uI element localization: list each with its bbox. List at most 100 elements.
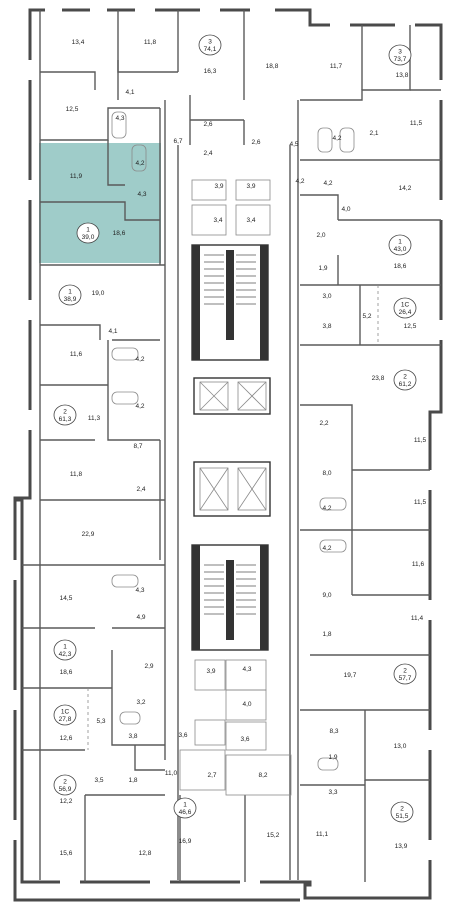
apartment-badge	[53, 639, 77, 661]
apartment-marker-apt-57[interactable]: 257,7	[393, 663, 417, 685]
apartment-rooms: 1	[398, 239, 402, 246]
apartment-rooms: 3	[208, 39, 212, 46]
room-area-label: 2,4	[203, 150, 212, 157]
room-area-label: 11,5	[414, 437, 427, 444]
room-area-label: 3,8	[128, 733, 137, 740]
elevator-group-top	[193, 377, 271, 415]
apartment-rooms: 2	[403, 668, 407, 675]
room-area-label: 3,3	[328, 789, 337, 796]
apartment-area: 42,3	[59, 651, 72, 658]
room-area-label: 2,2	[319, 420, 328, 427]
selected-apartment-highlight[interactable]	[39, 143, 161, 263]
room-area-label: 11,8	[144, 39, 157, 46]
building-outline-notch	[13, 498, 300, 902]
room-area-label: 8,3	[329, 728, 338, 735]
room-area-label: 15,2	[267, 832, 280, 839]
apartment-marker-apt-38[interactable]: 138,9	[58, 284, 82, 306]
apartment-area: 27,8	[59, 716, 72, 723]
room-area-label: 3,0	[322, 293, 331, 300]
apartment-rooms: 1	[63, 644, 67, 651]
stairwell-top	[191, 244, 269, 361]
apartment-badge	[388, 234, 412, 256]
room-area-label: 13,4	[72, 39, 85, 46]
apartment-marker-apt-39[interactable]: 139,0	[76, 222, 100, 244]
room-area-label: 3,6	[178, 732, 187, 739]
apartment-rooms: 1	[86, 227, 90, 234]
room-area-label: 18,6	[113, 230, 126, 237]
apartment-badge	[393, 663, 417, 685]
apartment-area: 56,9	[59, 786, 72, 793]
room-area-label: 4,2	[295, 178, 304, 185]
apartment-marker-apt-56[interactable]: 256,9	[53, 774, 77, 796]
windows	[12, 7, 444, 885]
room-area-label: 11,9	[70, 173, 83, 180]
room-area-label: 14,5	[60, 595, 73, 602]
room-area-label: 8,0	[322, 470, 331, 477]
apartment-rooms: 1	[183, 802, 187, 809]
room-area-label: 4,9	[136, 614, 145, 621]
apartment-marker-apt-61-3[interactable]: 261,3	[53, 404, 77, 426]
room-area-label: 16,3	[204, 68, 217, 75]
room-area-label: 22,9	[82, 531, 95, 538]
room-area-label: 1,9	[328, 754, 337, 761]
apartment-area: 46,6	[179, 809, 192, 816]
room-area-label: 4,2	[322, 505, 331, 512]
room-area-label: 19,0	[92, 290, 105, 297]
room-area-label: 12,5	[404, 323, 417, 330]
room-area-label: 3,4	[246, 217, 255, 224]
apartment-area: 61,2	[399, 381, 412, 388]
apartment-rooms: 2	[400, 806, 404, 813]
apartment-badge	[393, 369, 417, 391]
room-area-label: 3,8	[322, 323, 331, 330]
room-area-label: 13,8	[396, 72, 409, 79]
room-area-label: 3,5	[94, 777, 103, 784]
apartment-rooms: 2	[63, 409, 67, 416]
room-area-label: 1,8	[322, 631, 331, 638]
room-area-label: 11,8	[70, 471, 83, 478]
apartment-rooms: 3	[398, 49, 402, 56]
room-area-label: 4,0	[242, 701, 251, 708]
apartment-marker-apt-74[interactable]: 374,1	[198, 34, 222, 56]
room-area-label: 4,2	[135, 160, 144, 167]
apartment-badge	[58, 284, 82, 306]
room-area-label: 2,4	[136, 486, 145, 493]
apartment-marker-apt-51[interactable]: 251,5	[390, 801, 414, 823]
apartment-rooms: 1С	[401, 302, 410, 309]
bathroom-fixtures	[111, 111, 355, 771]
apartment-marker-apt-43[interactable]: 143,0	[388, 234, 412, 256]
room-area-label: 2,6	[251, 139, 260, 146]
apartment-area: 43,0	[394, 246, 407, 253]
room-area-label: 11,5	[414, 499, 427, 506]
apartment-area: 39,0	[82, 234, 95, 241]
apartment-badge	[173, 797, 197, 819]
room-area-label: 15,6	[60, 850, 73, 857]
apartment-area: 57,7	[399, 675, 412, 682]
room-area-label: 16,9	[179, 838, 192, 845]
room-area-label: 12,6	[60, 735, 73, 742]
room-area-label: 8,7	[133, 443, 142, 450]
room-area-label: 4,3	[135, 587, 144, 594]
room-area-label: 19,7	[344, 672, 357, 679]
apartment-marker-apt-73[interactable]: 373,7	[388, 44, 412, 66]
apartment-rooms: 2	[63, 779, 67, 786]
room-area-label: 4,0	[341, 206, 350, 213]
apartment-rooms: 1	[68, 289, 72, 296]
interior-walls-right	[297, 25, 441, 882]
apartment-marker-apt-42[interactable]: 142,3	[53, 639, 77, 661]
apartment-rooms: 2	[403, 374, 407, 381]
room-area-label: 4,2	[323, 180, 332, 187]
room-area-label: 3,6	[240, 736, 249, 743]
apartment-marker-apt-46[interactable]: 146,6	[173, 797, 197, 819]
room-area-label: 4,5	[289, 141, 298, 148]
apartment-marker-apt-61-2[interactable]: 261,2	[393, 369, 417, 391]
room-area-label: 3,2	[136, 699, 145, 706]
apartment-badge	[390, 801, 414, 823]
room-area-label: 4,2	[332, 135, 341, 142]
room-area-label: 4,1	[125, 89, 134, 96]
room-area-label: 11,3	[88, 415, 101, 422]
room-area-label: 3,4	[213, 217, 222, 224]
apartment-area: 51,5	[396, 813, 409, 820]
